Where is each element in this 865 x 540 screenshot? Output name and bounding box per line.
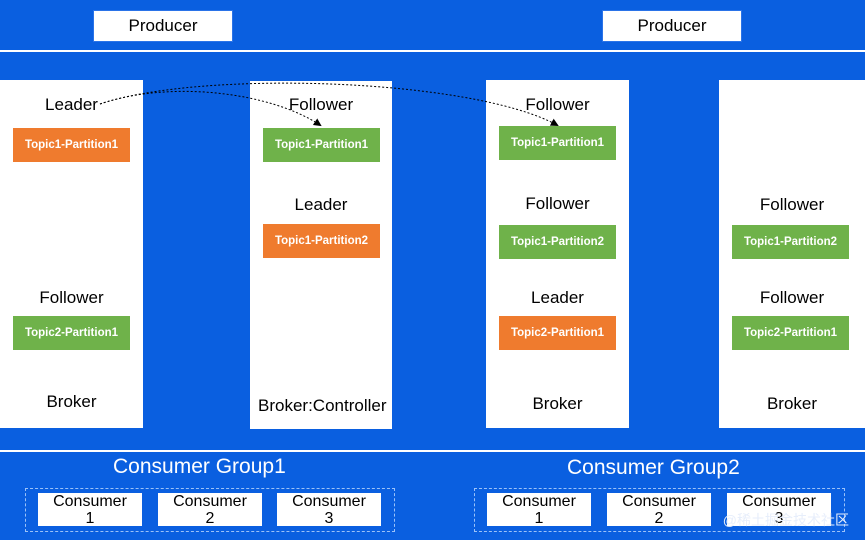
broker-2: Follower Topic1-Partition1 Leader Topic1… <box>250 81 392 429</box>
role-label: Follower <box>759 195 825 214</box>
producer-box-1: Producer <box>93 10 233 42</box>
partition-box: Topic1-Partition2 <box>499 225 616 259</box>
producer-divider <box>0 50 865 52</box>
role-label: Follower <box>288 95 354 114</box>
broker-label: Broker <box>532 394 583 413</box>
consumer-number: 1 <box>534 510 544 526</box>
partition-box: Topic1-Partition2 <box>732 225 849 259</box>
partition-box: Topic2-Partition1 <box>13 316 130 350</box>
consumer-group-title: Consumer Group1 <box>113 455 286 478</box>
watermark-text: @稀土掘金技术社区 <box>722 512 849 528</box>
consumer-number: 3 <box>324 510 334 526</box>
partition-box: Topic2-Partition1 <box>499 316 616 350</box>
consumer-name: Consumer <box>742 493 816 510</box>
consumer-number: 1 <box>85 510 95 526</box>
broker-3: Follower Topic1-Partition1 Follower Topi… <box>486 80 629 428</box>
consumer-name: Consumer <box>622 493 696 510</box>
role-label: Leader <box>294 195 348 214</box>
role-label: Follower <box>39 288 104 307</box>
partition-box: Topic1-Partition2 <box>263 224 380 258</box>
consumer-name: Consumer <box>173 493 247 510</box>
consumer-group-title: Consumer Group2 <box>567 456 740 479</box>
broker-4: Follower Topic1-Partition2 Follower Topi… <box>719 80 865 428</box>
broker-label: Broker <box>766 394 818 413</box>
partition-box: Topic1-Partition1 <box>263 128 380 162</box>
partition-box: Topic1-Partition1 <box>499 126 616 160</box>
consumer-name: Consumer <box>292 493 366 510</box>
role-label: Follower <box>759 288 825 307</box>
broker-1: Leader Topic1-Partition1 Follower Topic2… <box>0 80 143 428</box>
broker-label: Broker:Controller <box>258 396 387 415</box>
consumer-name: Consumer <box>53 493 127 510</box>
consumer-number: 3 <box>774 510 784 526</box>
broker-label: Broker <box>46 392 97 411</box>
replication-arrow-broker3 <box>99 82 559 126</box>
role-label: Leader <box>531 288 584 307</box>
role-label: Leader <box>45 95 98 114</box>
replication-arrow-broker2 <box>99 90 322 127</box>
producer-box-2: Producer <box>602 10 742 42</box>
role-label: Follower <box>525 95 590 114</box>
consumer-name: Consumer <box>502 493 576 510</box>
role-label: Follower <box>525 194 590 213</box>
consumer-divider <box>0 450 865 452</box>
consumer-number: 2 <box>654 510 664 526</box>
consumer-number: 2 <box>205 510 215 526</box>
partition-box: Topic2-Partition1 <box>732 316 849 350</box>
partition-box: Topic1-Partition1 <box>13 128 130 162</box>
